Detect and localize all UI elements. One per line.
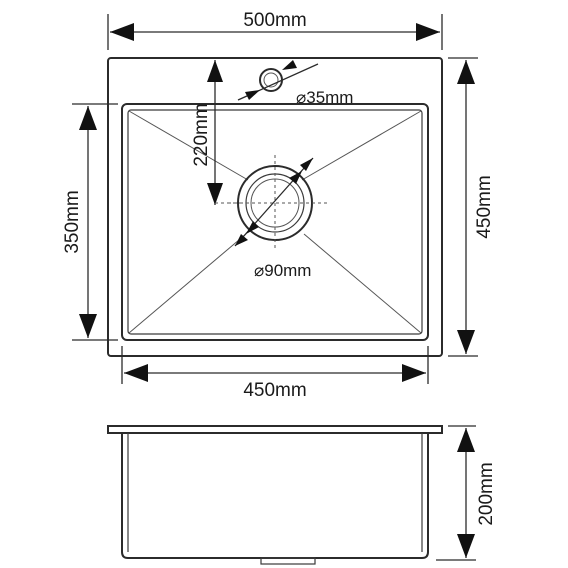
side-bowl-body xyxy=(121,433,429,559)
bowl-depth-label: 350mm xyxy=(62,190,83,253)
height-label: 200mm xyxy=(476,462,497,525)
bowl-width-label: 450mm xyxy=(243,380,306,401)
drain-diameter-label: ⌀90mm xyxy=(254,261,311,280)
side-drain-outlet xyxy=(260,557,316,565)
overall-depth-label: 450mm xyxy=(474,175,495,238)
dimension-drain-offset: 220mm xyxy=(191,60,240,205)
drain-offset-label: 220mm xyxy=(191,103,212,166)
sink-outer-outline xyxy=(107,57,443,357)
top-view: 500mm 450mm 350mm 450mm xyxy=(62,10,495,401)
side-rim xyxy=(107,425,443,434)
bowl-inner-edge xyxy=(127,109,423,335)
dimension-height: 200mm xyxy=(436,425,497,561)
dimension-overall-depth: 450mm xyxy=(448,57,495,357)
dimension-overall-width: 500mm xyxy=(107,10,443,50)
bowl-fold-lines xyxy=(128,110,422,334)
tap-hole xyxy=(237,60,319,101)
bowl-outline xyxy=(121,103,429,341)
side-view: 200mm xyxy=(107,425,497,565)
overall-width-label: 500mm xyxy=(243,10,306,31)
dimension-bowl-depth: 350mm xyxy=(62,103,118,341)
drain xyxy=(228,155,330,250)
tap-hole-label: ⌀35mm xyxy=(296,88,353,107)
dimension-bowl-width: 450mm xyxy=(121,346,429,401)
